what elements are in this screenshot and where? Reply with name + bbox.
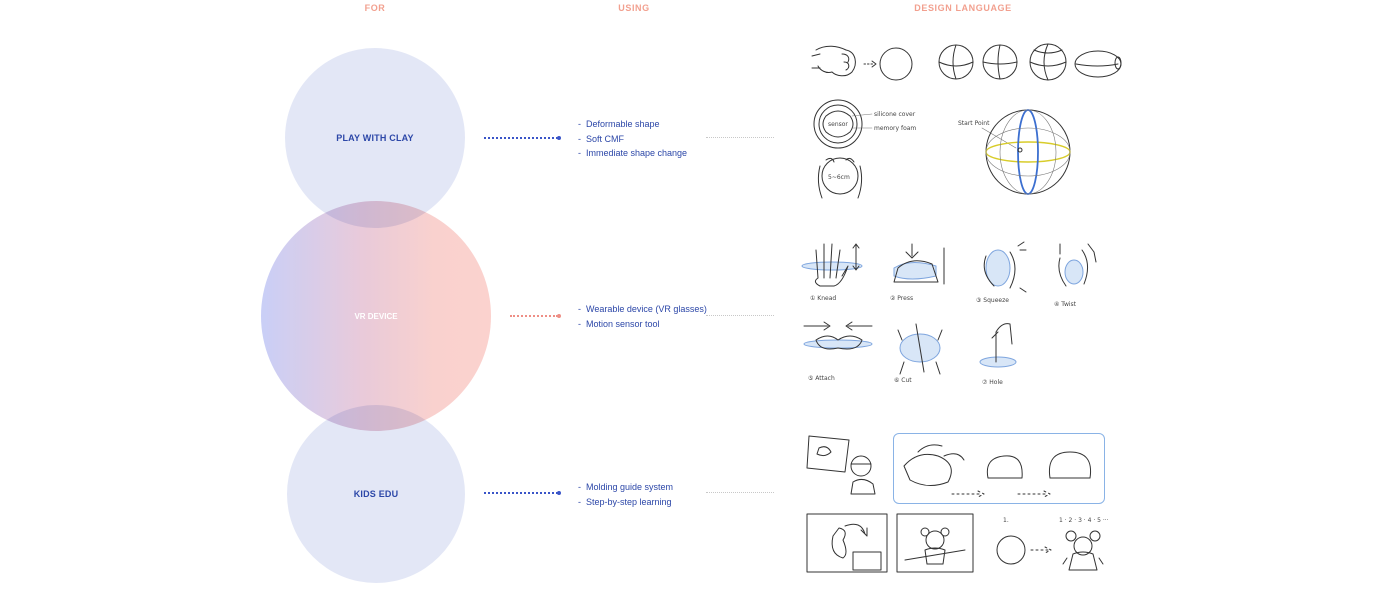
using-item: Motion sensor tool [578,317,707,332]
sketch-molding-steps [903,444,1092,498]
circle-vr-device: VR DEVICE [261,201,491,431]
circle-play-with-clay: PLAY WITH CLAY [285,48,465,228]
using-item: Immediate shape change [578,146,687,161]
circle-label-vr-device: VR DEVICE [354,311,398,321]
label-sensor: sensor [828,121,848,128]
label-attach: ⑤ Attach [808,375,835,382]
sketch-gestures-row-2: ⑤ Attach ⑥ Cut ⑦ Hole [803,321,1017,386]
using-item: Deformable shape [578,117,687,132]
label-knead: ① Knead [810,295,836,302]
sketch-vr-user [806,435,876,495]
sketch-gestures-row-1: ① Knead ② Press ③ Squeeze ④ Twist [801,241,1097,308]
header-design-language: DESIGN LANGUAGE [914,3,1012,13]
circle-kids-edu: KIDS EDU [287,405,465,583]
connector-line-play [484,137,558,139]
connector-line-vr [510,315,558,317]
label-silicone-cover: silicone cover [874,111,916,118]
label-memory-foam: memory foam [874,125,916,132]
sketch-device-structure: sensor silicone cover memory foam 5~6cm … [813,99,1071,199]
label-step-sequence: 1 · 2 · 3 · 4 · 5 ··· [1059,517,1109,524]
connector-line-design-play [706,137,774,138]
using-item: Step-by-step learning [578,495,673,510]
connector-dot-vr [557,314,561,318]
connector-line-kids [484,492,558,494]
label-twist: ④ Twist [1054,301,1077,308]
connector-dot-play [557,136,561,140]
using-item: Molding guide system [578,480,673,495]
connector-line-design-vr [706,315,774,316]
using-item: Soft CMF [578,132,687,147]
using-item: Wearable device (VR glasses) [578,302,707,317]
header-using: USING [618,3,650,13]
label-size: 5~6cm [828,174,850,181]
using-list-vr: Wearable device (VR glasses) Motion sens… [578,302,707,331]
label-hole: ⑦ Hole [982,379,1003,386]
using-list-play: Deformable shape Soft CMF Immediate shap… [578,117,687,161]
label-squeeze: ③ Squeeze [976,297,1009,304]
header-for: FOR [364,3,386,13]
connector-dot-kids [557,491,561,495]
molding-guide-frame [893,433,1105,504]
using-list-kids: Molding guide system Step-by-step learni… [578,480,673,509]
sketch-shape-evolution [811,43,1122,81]
connector-line-design-kids [706,492,774,493]
sketch-learning-steps: 1. 1 · 2 · 3 · 4 · 5 ··· [806,513,1109,573]
label-cut: ⑥ Cut [894,377,912,384]
circle-label-kids-edu: KIDS EDU [353,489,399,499]
circle-label-play-with-clay: PLAY WITH CLAY [336,133,414,143]
label-start-point: Start Point [958,120,990,127]
label-press: ② Press [890,295,913,302]
label-step-one: 1. [1003,517,1009,524]
